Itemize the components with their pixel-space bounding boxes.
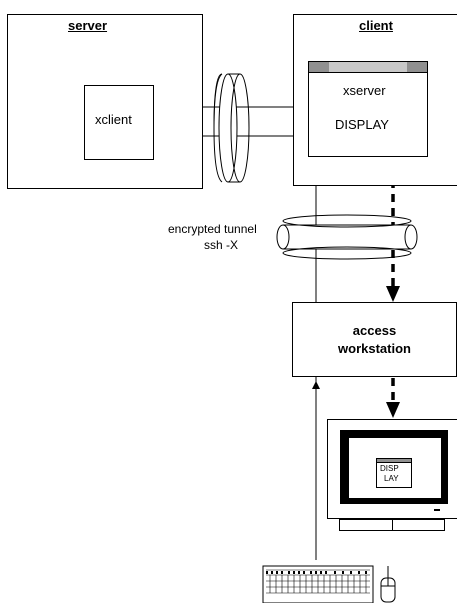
xserver-titlebar [309, 62, 427, 73]
display-arrowhead-workstation [386, 286, 400, 302]
display-label: DISPLAY [335, 117, 389, 132]
tunnel-label-line2: ssh -X [204, 238, 239, 252]
monitor-window: DISP LAY [376, 458, 412, 488]
mouse-icon [378, 565, 398, 603]
monitor-stand [339, 519, 445, 531]
server-title: server [68, 18, 108, 33]
display-arrowhead-monitor [386, 402, 400, 418]
monitor: DISP LAY [327, 419, 457, 532]
xclient-box: xclient [84, 85, 154, 160]
monitor-bezel: DISP LAY [327, 419, 457, 519]
server-box: server xclient [7, 14, 203, 189]
client-title: client [359, 18, 393, 33]
monitor-display-line2: LAY [384, 474, 399, 483]
tunnel-cylinder-vertical [213, 73, 250, 183]
xclient-label: xclient [95, 112, 132, 127]
monitor-display-line1: DISP [380, 464, 399, 473]
client-box: client xserver DISPLAY [293, 14, 457, 186]
keyboard-icon [262, 565, 374, 603]
tunnel-label-line1: encrypted tunnel [168, 222, 257, 236]
workstation-label-line1: access [352, 323, 397, 338]
workstation-box: access workstation [292, 302, 457, 377]
xserver-window: xserver DISPLAY [308, 61, 428, 157]
xserver-label: xserver [343, 83, 386, 98]
workstation-label-line2: workstation [338, 341, 411, 356]
tunnel-cylinder-horizontal [276, 214, 418, 260]
monitor-screen: DISP LAY [340, 430, 448, 504]
